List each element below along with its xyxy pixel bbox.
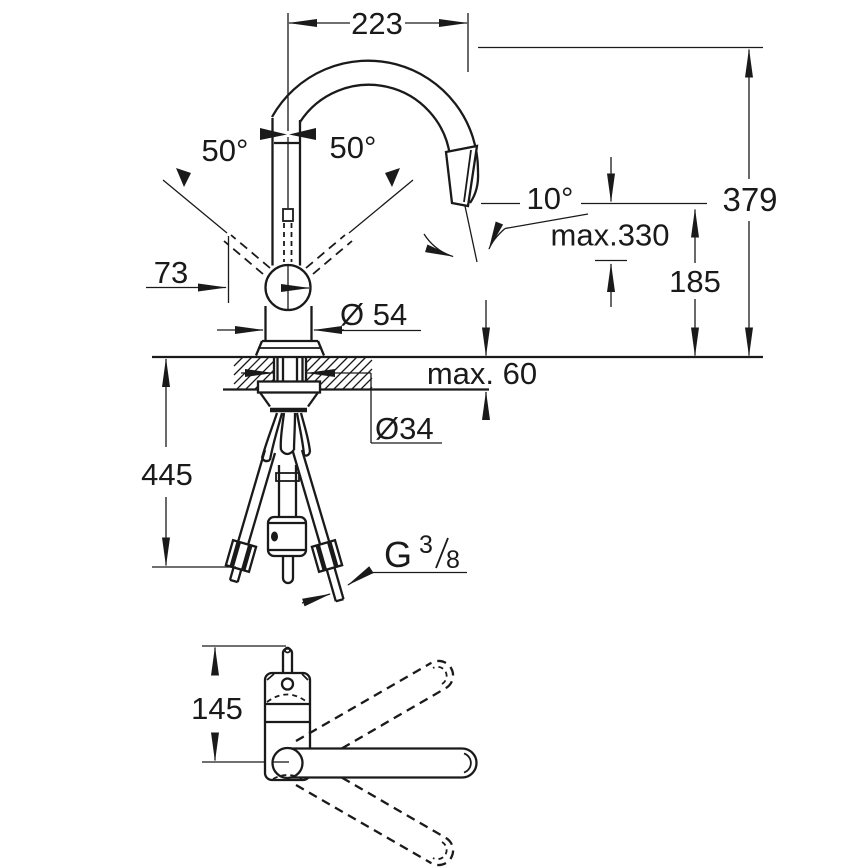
spout-pivot <box>271 746 304 780</box>
dim-body-diameter-54: Ø 54 <box>217 297 421 334</box>
hose-weight <box>266 515 308 558</box>
thread-letter: G <box>384 534 412 575</box>
dim-below-counter-445: 445 <box>141 358 236 568</box>
spout-swivel-dashed <box>295 659 455 867</box>
thread-callout: G 3 8 <box>301 531 467 607</box>
dim-counter-thickness: max. 60 <box>427 300 537 420</box>
spray-tilt-label: 10° <box>527 181 574 216</box>
body-diameter-label: Ø 54 <box>340 297 407 332</box>
lower-body <box>254 306 326 356</box>
dim-total-height-379: 379 <box>722 48 778 357</box>
spout-top <box>271 746 478 780</box>
lever-reach-label: 73 <box>154 255 188 290</box>
dim-outlet-height-185: 185 <box>669 208 721 357</box>
top-view: 145 <box>191 645 478 867</box>
dim-lever-reach-73: 73 <box>146 236 230 303</box>
spray-head <box>444 144 479 208</box>
hole-diameter-label: Ø34 <box>375 411 434 446</box>
thread-denominator: 8 <box>446 546 460 574</box>
lever-tip-top <box>281 647 294 672</box>
spout-height-max-label: max.330 <box>551 218 670 253</box>
swing-right-label: 50° <box>330 130 377 165</box>
thread-numerator: 3 <box>419 531 433 559</box>
dim-width-223: 223 <box>287 6 469 131</box>
top-view-height-label: 145 <box>191 691 243 726</box>
mounting-hardware <box>256 380 322 413</box>
lever-ball-joint <box>264 263 312 312</box>
total-height-label: 379 <box>722 181 777 218</box>
outlet-height-label: 185 <box>669 264 721 299</box>
dim-hole-diameter-34: Ø34 <box>241 369 442 446</box>
faucet-body-column <box>271 118 302 266</box>
dim-top-view-145: 145 <box>191 646 243 762</box>
swing-left-label: 50° <box>202 133 249 168</box>
dim-223-label: 223 <box>351 6 403 41</box>
spray-tilt-annotation: 10° max.330 <box>423 157 707 307</box>
counter-thickness-label: max. 60 <box>427 356 537 391</box>
supply-hoses <box>224 412 345 603</box>
front-view: 223 10° max.330 <box>141 6 778 607</box>
spout-arc <box>270 59 480 204</box>
lever-swing-arrows: 50° 50° <box>162 128 414 275</box>
below-counter-label: 445 <box>141 457 193 492</box>
